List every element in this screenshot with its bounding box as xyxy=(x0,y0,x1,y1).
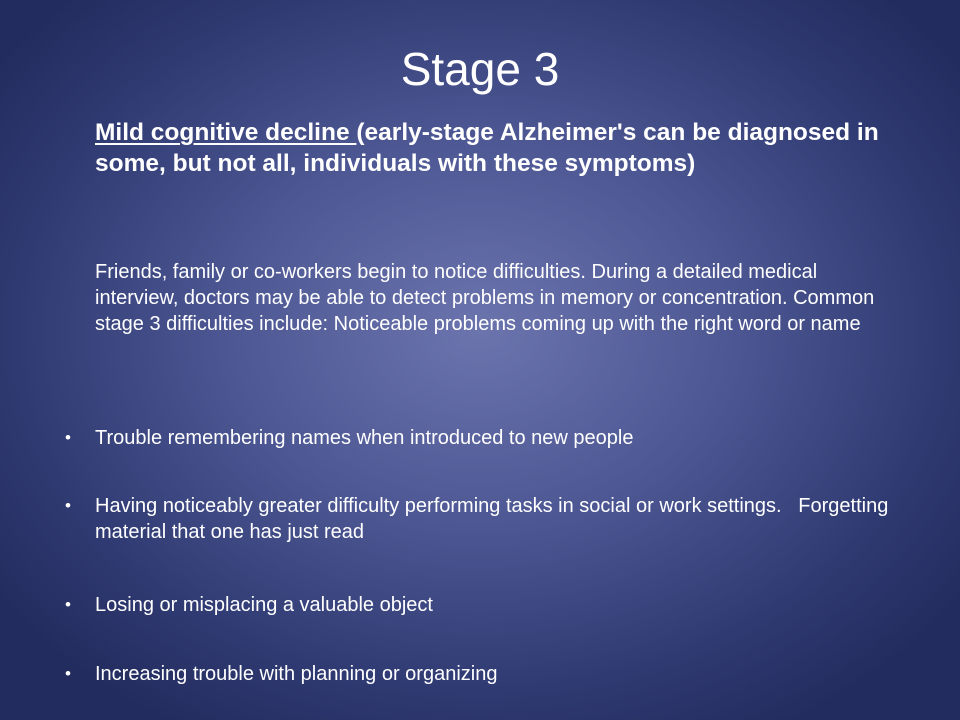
intro-paragraph: Friends, family or co-workers begin to n… xyxy=(95,261,875,335)
bullet-item: • Trouble remembering names when introdu… xyxy=(65,425,895,451)
stage-heading-underlined: Mild cognitive decline xyxy=(95,119,357,146)
bullet-icon: • xyxy=(65,595,71,614)
bullet-icon: • xyxy=(65,664,71,683)
stage-heading: Mild cognitive decline (early-stage Alzh… xyxy=(95,117,895,179)
bullet-item: • Losing or misplacing a valuable object xyxy=(65,592,895,618)
bullet-icon: • xyxy=(65,496,71,515)
bullet-icon: • xyxy=(65,428,71,447)
slide-title: Stage 3 xyxy=(400,43,560,95)
bullet-text: Increasing trouble with planning or orga… xyxy=(95,663,498,685)
bullet-text: Having noticeably greater difficulty per… xyxy=(95,495,894,543)
bullet-item: • Increasing trouble with planning or or… xyxy=(65,661,895,687)
bullet-item: • Having noticeably greater difficulty p… xyxy=(65,493,895,545)
bullet-text: Losing or misplacing a valuable object xyxy=(95,594,433,616)
stage-heading-rest: (early-stage Alzheimer's can be diagnose… xyxy=(95,119,879,177)
bullet-text: Trouble remembering names when introduce… xyxy=(95,427,634,449)
